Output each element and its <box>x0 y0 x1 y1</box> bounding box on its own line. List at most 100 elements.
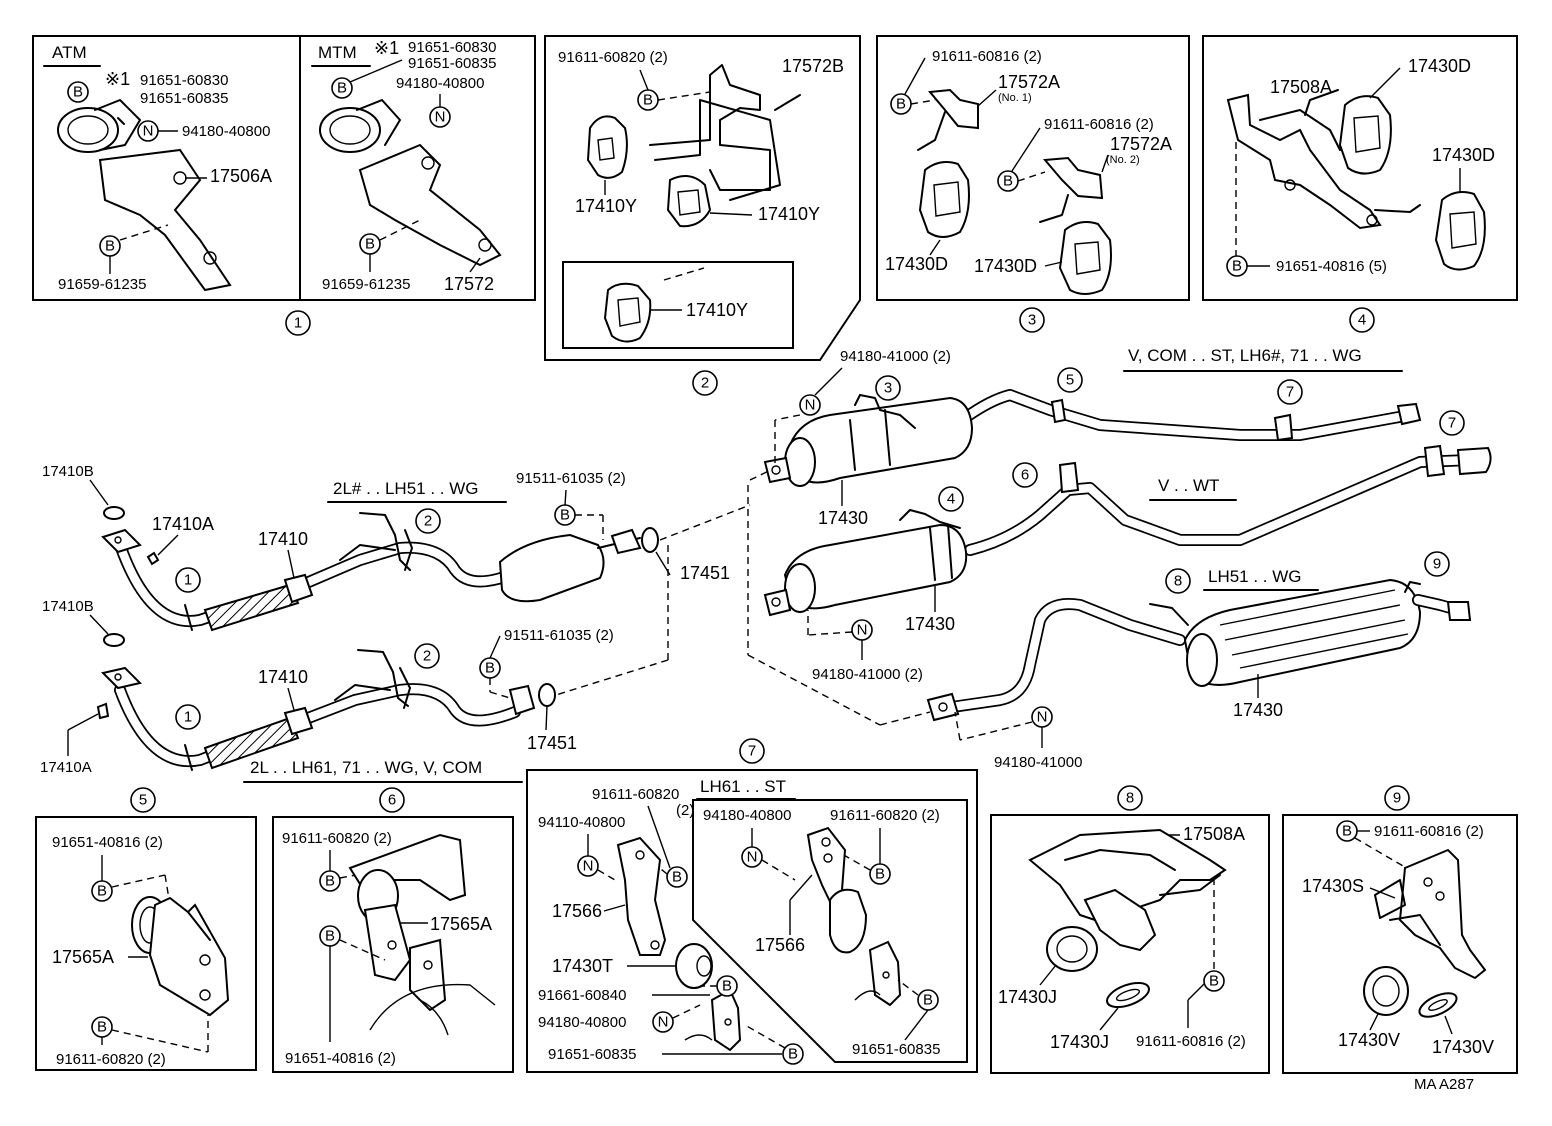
part-91611-60820-qty: (2) <box>676 802 694 819</box>
part-91611-60820: 91611-60820 <box>592 786 679 803</box>
part-17572: 17572 <box>444 274 494 294</box>
part-17430J: 17430J <box>998 987 1057 1007</box>
ref-number: 7 <box>748 743 756 760</box>
bracket-17508A-drawing <box>1226 89 1421 230</box>
panel-9: 9 B 91611-60816 (2) 17430S 17430V 17430V <box>1282 785 1518 1074</box>
nut-marker: N <box>857 622 868 639</box>
tail-pipe-middle <box>763 444 1492 617</box>
part-17566: 17566 <box>755 935 805 955</box>
ref-number: 2 <box>423 648 431 665</box>
part-91611-60816: 91611-60816 (2) <box>1044 116 1154 133</box>
panel-6: 6 91611-60820 (2) B 17565A B 91651-40816… <box>272 787 514 1073</box>
part-17451: 17451 <box>680 563 730 583</box>
part-17410Y: 17410Y <box>758 204 820 224</box>
part-17430: 17430 <box>1233 700 1283 720</box>
part-17430S: 17430S <box>1302 876 1364 896</box>
part-91651-60835: 91651-60835 <box>408 55 496 72</box>
part-17508A: 17508A <box>1183 824 1245 844</box>
bracket-17430S-drawing <box>1374 848 1487 980</box>
part-17566: 17566 <box>552 901 602 921</box>
part-91651-60830: 91651-60830 <box>408 39 496 56</box>
ref-number: 6 <box>388 792 396 809</box>
front-pipe-lower <box>96 633 556 771</box>
ref-number: 1 <box>184 572 192 589</box>
part-94180-41000: 94180-41000 (2) <box>812 666 923 683</box>
front-pipe-upper <box>101 506 659 632</box>
condition-label: 2L . . LH61, 71 . . WG, V, COM <box>250 758 482 777</box>
bolt-marker: B <box>325 873 335 890</box>
part-91511-61035: 91511-61035 (2) <box>504 627 614 644</box>
part-91511-61035: 91511-61035 (2) <box>516 470 626 487</box>
ref-number: 9 <box>1393 790 1401 807</box>
part-17410: 17410 <box>258 667 308 687</box>
panel-2: 91611-60820 (2) B 17572B 17410Y 17410Y 1… <box>544 35 861 396</box>
bolt-marker: B <box>1003 173 1013 190</box>
bolt-marker: B <box>97 1019 107 1036</box>
part-17565A: 17565A <box>430 914 492 934</box>
hanger-17566-drawing <box>616 836 742 1052</box>
bracket-17565A-drawing-b <box>348 833 496 1036</box>
nut-marker: N <box>805 397 816 414</box>
part-94180-41000: 94180-41000 <box>994 754 1082 771</box>
bolt-marker: B <box>365 236 375 253</box>
part-17572A: 17572A <box>1110 134 1172 154</box>
tail-pipe-lower <box>926 578 1472 722</box>
nut-marker: N <box>658 1014 669 1031</box>
panel-5: 5 91651-40816 (2) B 17565A B 91611-60820… <box>35 787 257 1071</box>
bolt-marker: B <box>896 96 906 113</box>
bolt-marker: B <box>722 978 732 995</box>
part-91611-60816: 91611-60816 (2) <box>1136 1033 1246 1050</box>
part-91651-60835: 91651-60835 <box>548 1046 636 1063</box>
part-17430: 17430 <box>905 614 955 634</box>
condition-label: V, COM . . ST, LH6#, 71 . . WG <box>1128 346 1362 365</box>
part-91651-40816: 91651-40816 (2) <box>52 834 163 851</box>
part-17506A: 17506A <box>210 166 272 186</box>
panel-8: 8 17508A B 91611-60816 (2) 17430J 17430J <box>990 785 1270 1074</box>
nut-marker: N <box>583 858 594 875</box>
bolt-marker: B <box>485 660 495 677</box>
hanger-17566b-drawing <box>806 826 902 1007</box>
part-17410B: 17410B <box>42 463 94 480</box>
part-17565A: 17565A <box>52 947 114 967</box>
note-mark: ※1 <box>374 38 399 58</box>
part-91651-40816: 91651-40816 (2) <box>285 1050 396 1067</box>
part-91611-60820: 91611-60820 (2) <box>282 830 392 847</box>
condition-label: V . . WT <box>1158 476 1219 495</box>
ref-number: 3 <box>1028 312 1036 329</box>
part-17451: 17451 <box>527 733 577 753</box>
part-91651-60835: 91651-60835 <box>852 1041 940 1058</box>
bolt-marker: B <box>97 883 107 900</box>
part-94180-40800: 94180-40800 <box>703 807 791 824</box>
part-17430V: 17430V <box>1432 1037 1494 1057</box>
part-91611-60816: 91611-60816 (2) <box>1374 823 1484 840</box>
ref-number: 1 <box>294 315 302 332</box>
bracket-17572B-drawing <box>649 64 801 201</box>
panel-3: 91611-60816 (2) B 17572A (No. 1) 91611-6… <box>876 35 1190 333</box>
ref-number: 4 <box>947 491 955 508</box>
ref-number: 2 <box>701 375 709 392</box>
nut-marker: N <box>435 109 446 126</box>
part-94180-41000: 94180-41000 (2) <box>840 348 951 365</box>
bolt-marker: B <box>1342 823 1352 840</box>
part-17410Y: 17410Y <box>575 196 637 216</box>
part-17410Y: 17410Y <box>686 300 748 320</box>
part-91651-40816: 91651-40816 (5) <box>1276 258 1387 275</box>
part-91611-60820: 91611-60820 (2) <box>558 49 668 66</box>
ref-number: 5 <box>1066 372 1074 389</box>
part-91611-60820: 91611-60820 (2) <box>830 807 940 824</box>
part-91659-61235: 91659-61235 <box>322 276 410 293</box>
mtm-bracket-drawing <box>319 99 502 267</box>
bracket-17508A-b-drawing <box>1028 828 1227 952</box>
ref-number: 8 <box>1174 573 1182 590</box>
part-91611-60816: 91611-60816 (2) <box>932 48 1042 65</box>
part-91651-60830: 91651-60830 <box>140 72 228 89</box>
ref-number: 3 <box>884 380 892 397</box>
part-17572A-no1: (No. 1) <box>998 92 1032 104</box>
part-17572B: 17572B <box>782 56 844 76</box>
part-94110-40800: 94110-40800 <box>538 814 625 831</box>
atm-bracket-drawing <box>57 99 232 292</box>
part-17430V: 17430V <box>1338 1030 1400 1050</box>
part-17430: 17430 <box>818 508 868 528</box>
tail-pipe-upper <box>763 389 1422 487</box>
bolt-marker: B <box>1209 973 1219 990</box>
